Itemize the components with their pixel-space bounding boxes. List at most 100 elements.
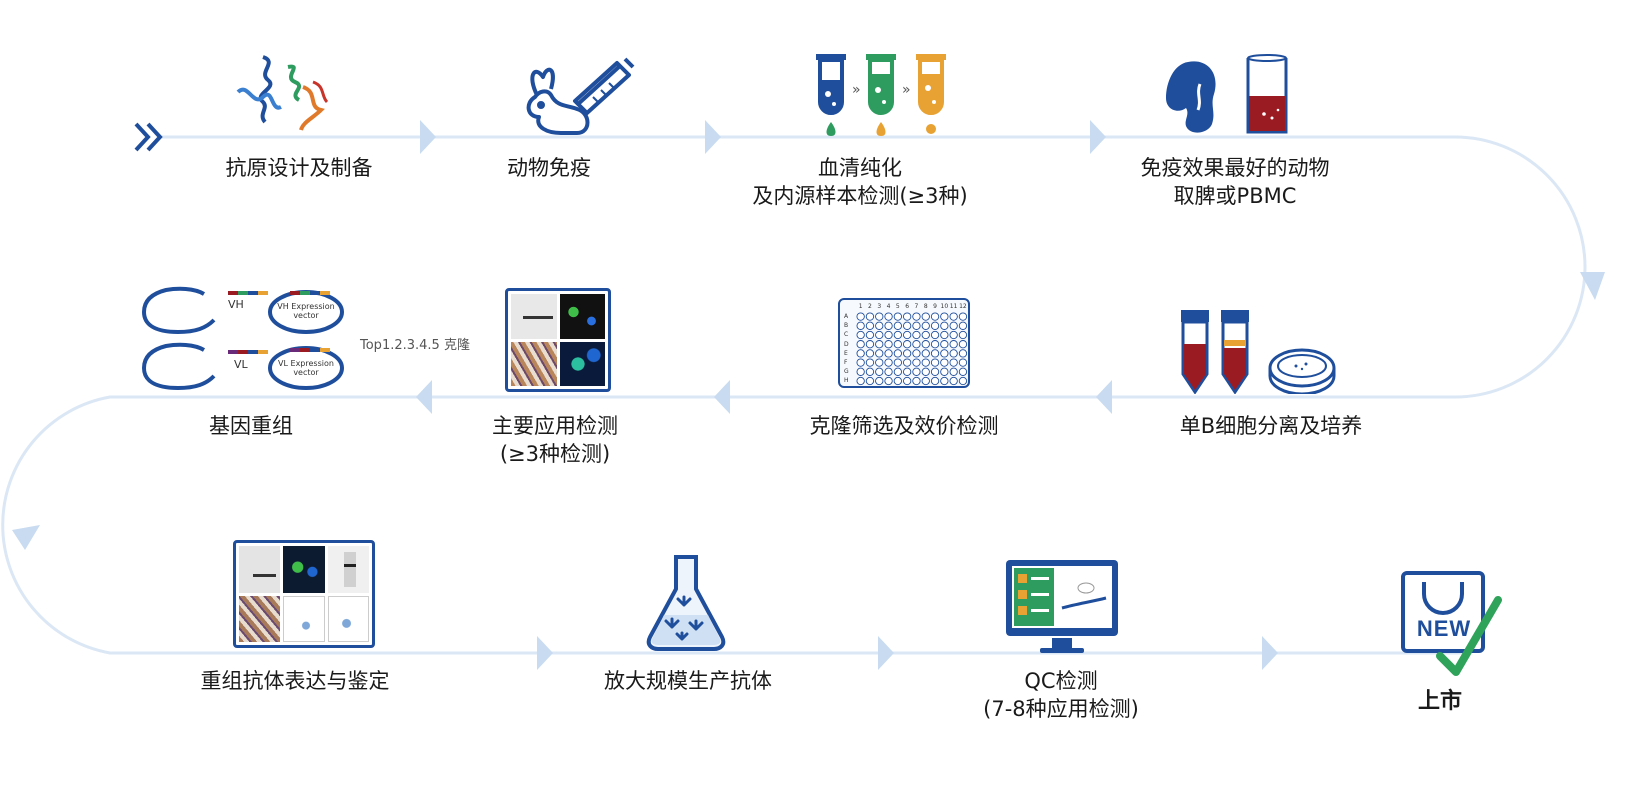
vl-label: VL (234, 358, 248, 371)
vl-segment-bar (228, 348, 330, 354)
plate-well (921, 321, 930, 330)
plate-row-label: C (844, 331, 849, 339)
plate-well (856, 330, 865, 340)
plate-column-label: 9 (933, 303, 937, 310)
plate-well (949, 349, 958, 358)
plate-well (884, 367, 893, 376)
plate-well (856, 340, 865, 349)
validation-images-icon (233, 540, 375, 648)
plate-well (903, 340, 912, 349)
plate-well (903, 349, 912, 358)
plasmid-vector-icon (141, 286, 344, 391)
plate-well (865, 340, 875, 349)
plate-well (893, 330, 902, 340)
plate-well (949, 321, 958, 330)
plate-column-label: 3 (877, 303, 882, 310)
new-bag-check-icon: NEW (1400, 570, 1504, 678)
step-label-single-b-cell: 单B细胞分离及培养 (1179, 414, 1363, 438)
svg-text:»: » (902, 82, 911, 98)
plate-well (949, 330, 958, 340)
plate-row-label: G (844, 368, 849, 376)
step-label-main-applications: 主要应用检测 (≥3种检测) (492, 414, 618, 466)
ihc-tissue-image (239, 595, 281, 642)
plate-well (903, 330, 912, 340)
plate-well (865, 358, 875, 367)
vh-vector-label: VH Expression vector (277, 302, 335, 320)
plate-well (912, 358, 921, 367)
plate-well (940, 367, 949, 376)
plate-well (884, 358, 893, 367)
plate-row-label: A (844, 313, 849, 320)
plate-well (875, 321, 884, 330)
plate-well (958, 349, 968, 358)
antigen-protein-icon (236, 55, 329, 131)
western-blot-image (239, 546, 281, 593)
flow-path (1, 135, 1587, 655)
plate-well (958, 358, 968, 367)
plate-well (958, 367, 968, 376)
plate-well (949, 340, 958, 349)
plate-well (865, 367, 875, 376)
if-tissue-image (559, 341, 605, 386)
plate-well (893, 312, 902, 321)
plate-well (940, 358, 949, 367)
tubes-petri-dish-icon (1181, 310, 1336, 394)
step-label-expression-identification: 重组抗体表达与鉴定 (200, 669, 390, 693)
plate-column-label: 10 (940, 303, 949, 310)
plate-well (940, 330, 949, 340)
plate-well (884, 340, 893, 349)
plate-well (930, 367, 940, 376)
plate-well (940, 349, 949, 358)
plate-well (921, 349, 930, 358)
plate-well (912, 321, 921, 330)
plate-well (893, 349, 902, 358)
plate-well (921, 330, 930, 340)
plate-column-label: 2 (868, 303, 872, 310)
plate-well (893, 321, 902, 330)
plate-well (921, 312, 930, 321)
fluorescence-image (283, 546, 325, 593)
plate-well (949, 358, 958, 367)
plate-well (940, 340, 949, 349)
plate-well (875, 349, 884, 358)
fluorescence-image (559, 294, 605, 339)
step-label-qc-testing: QC检测 (7-8种应用检测) (983, 669, 1139, 721)
plate-well (912, 340, 921, 349)
plate-well (884, 349, 893, 358)
plate-well (875, 340, 884, 349)
flow-arrowheads (12, 120, 1605, 670)
plate-well (856, 312, 865, 321)
top-clones-note: Top1.2.3.4.5 克隆 (360, 338, 470, 353)
plate-well (903, 312, 912, 321)
plate-row-label: F (844, 358, 848, 366)
plate-well (940, 376, 949, 386)
plate-well (875, 376, 884, 386)
plate-well (865, 312, 875, 321)
monitor-report-icon (1006, 560, 1118, 653)
plate-well (958, 376, 968, 386)
plate-well (865, 349, 875, 358)
plate-well (912, 367, 921, 376)
plate-well (884, 376, 893, 386)
plate-well (856, 321, 865, 330)
vh-segment-bar (228, 291, 330, 295)
plate-well (921, 376, 930, 386)
plate-well (912, 312, 921, 321)
plate-well (912, 349, 921, 358)
plate-well (875, 367, 884, 376)
plate-well (930, 358, 940, 367)
plate-well (940, 321, 949, 330)
plate-well (865, 321, 875, 330)
plate-well (958, 340, 968, 349)
plate-column-label: 1 (858, 303, 863, 310)
plate-well (893, 358, 902, 367)
ihc-tissue-image (511, 341, 557, 386)
flask-antibody-icon (646, 555, 726, 651)
step-label-clone-screening: 克隆筛选及效价检测 (809, 414, 999, 438)
plate-well (949, 312, 958, 321)
plate-well (921, 358, 930, 367)
plate-well (912, 376, 921, 386)
rabbit-syringe-icon (526, 57, 635, 135)
plate-well (958, 312, 968, 321)
